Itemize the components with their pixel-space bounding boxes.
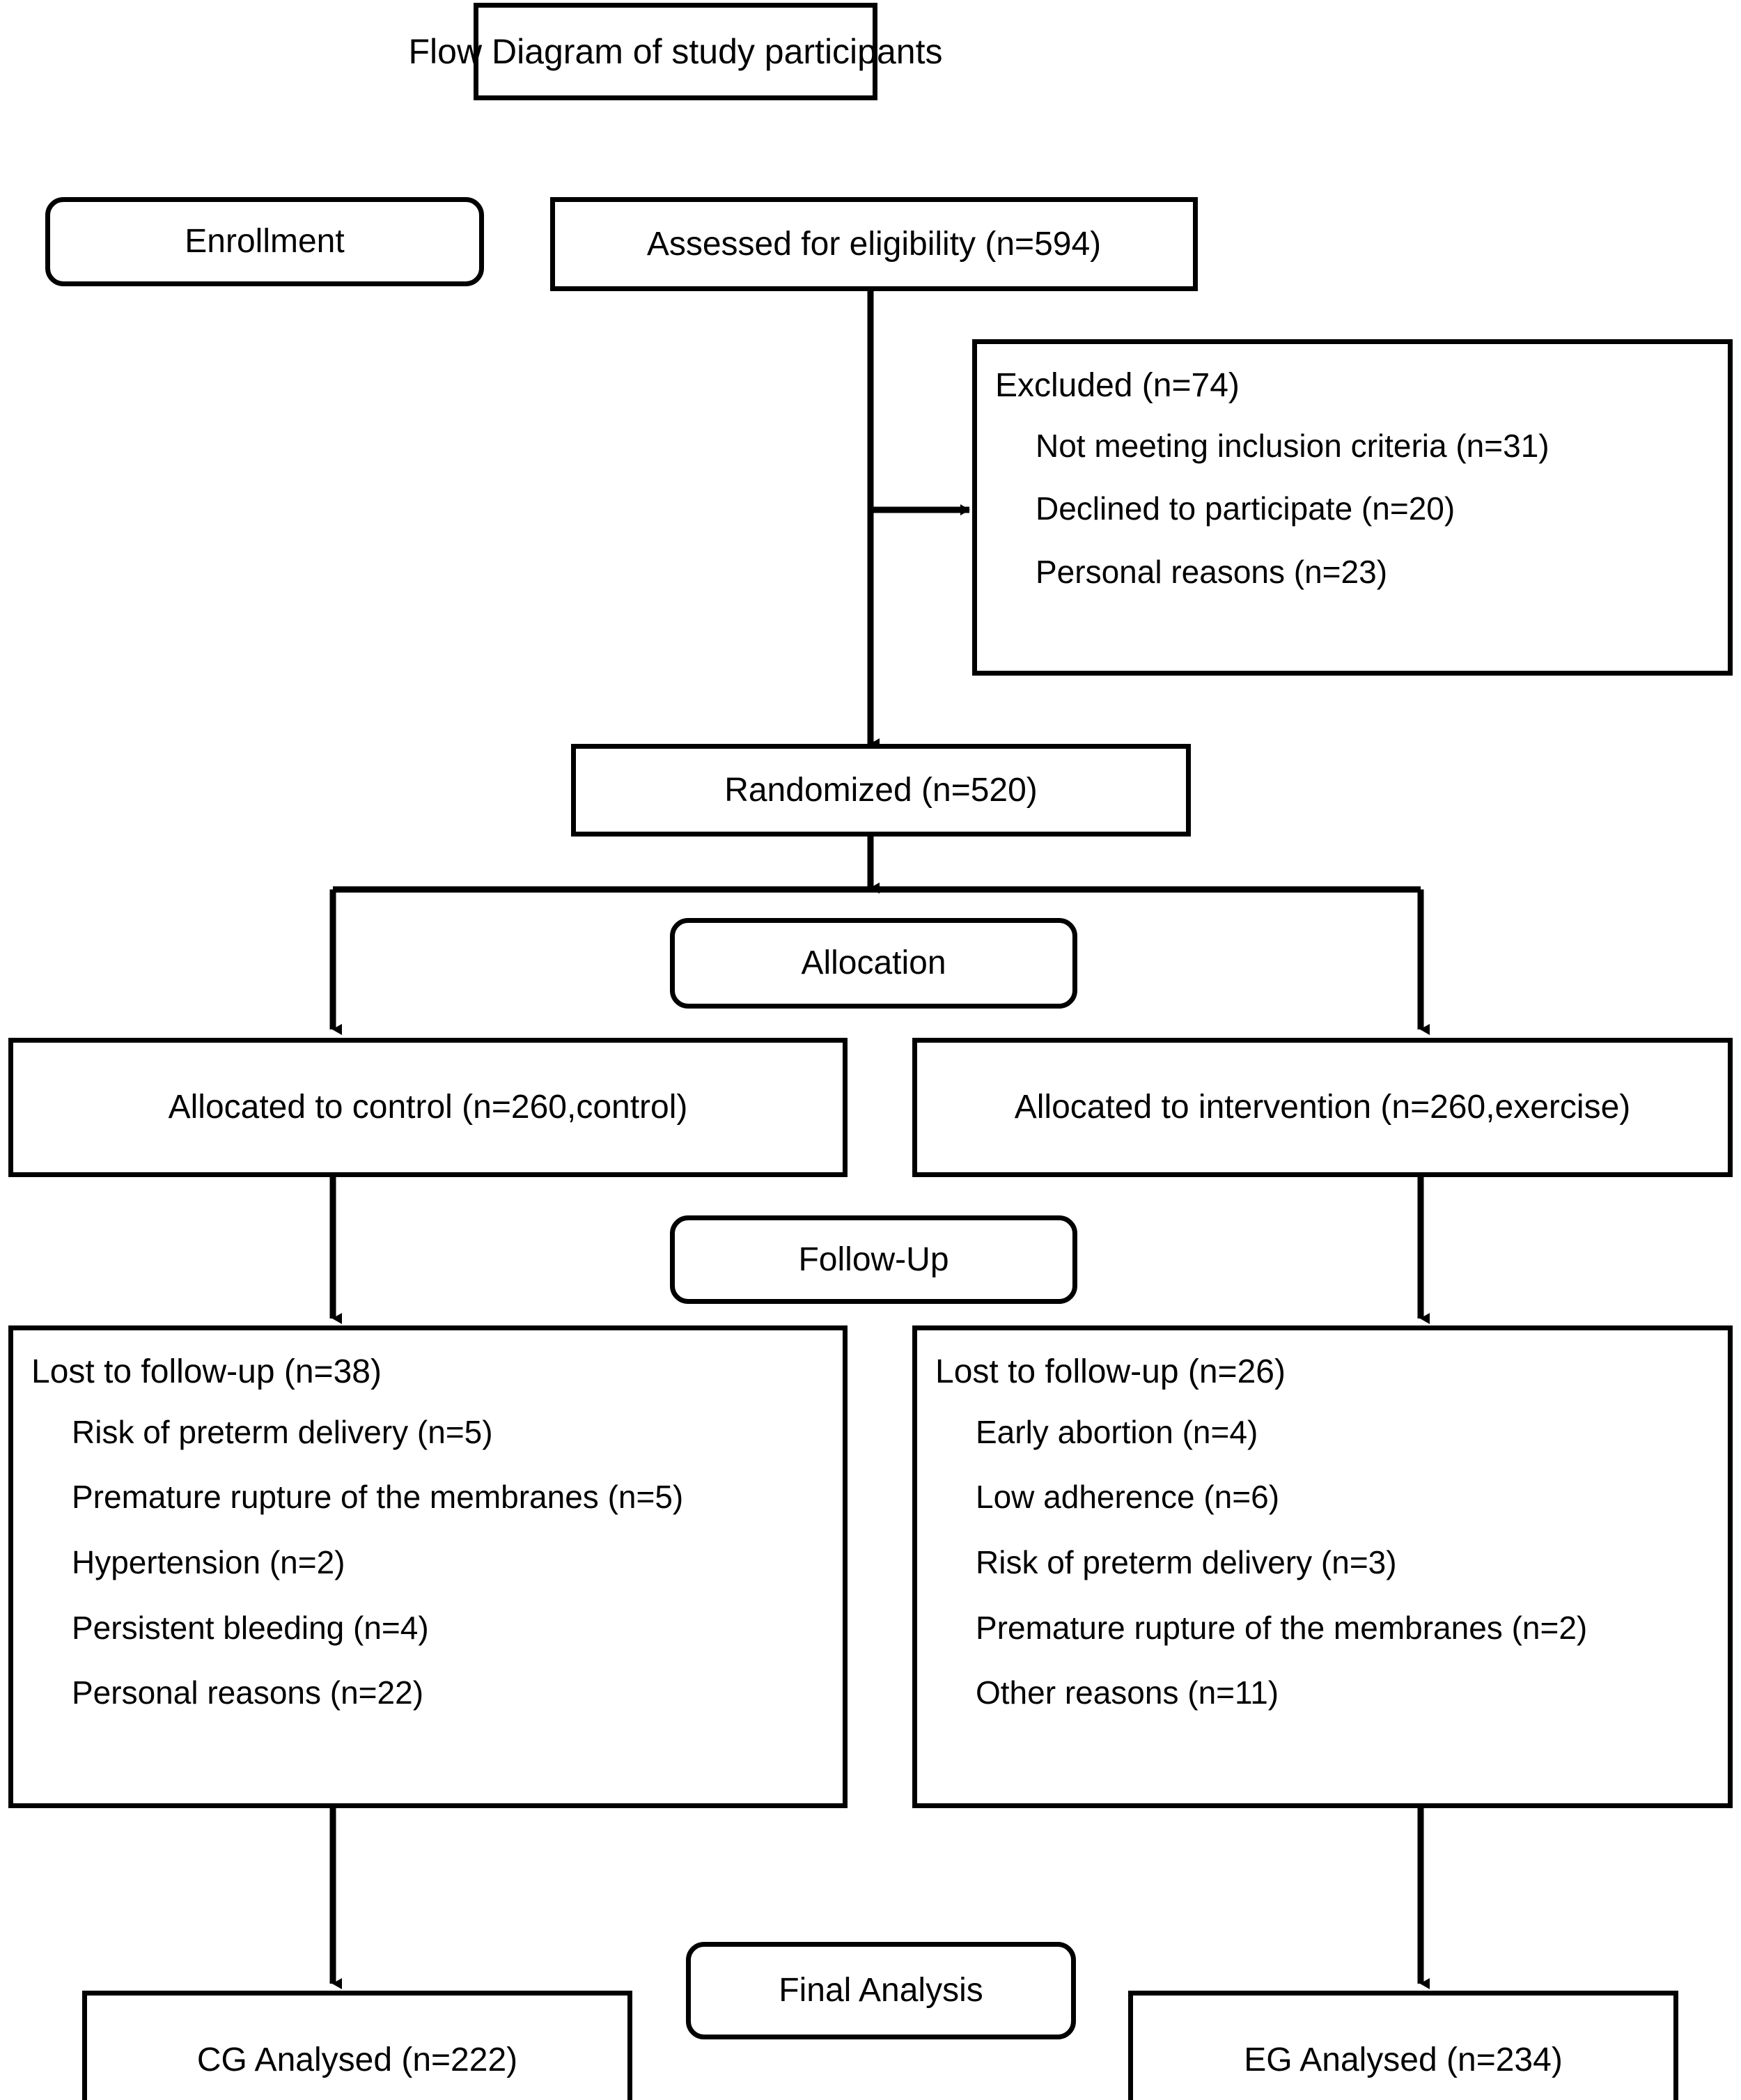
list-item: Premature rupture of the membranes (n=2) bbox=[976, 1609, 1588, 1646]
node-eg-analysed: EG Analysed (n=234) bbox=[1128, 1991, 1678, 2100]
stage-label-follow-up-text: Follow-Up bbox=[798, 1240, 949, 1278]
stage-label-final-analysis: Final Analysis bbox=[686, 1942, 1076, 2039]
node-cg-analysed-label: CG Analysed (n=222) bbox=[196, 2041, 518, 2079]
excluded-header: Excluded (n=74) bbox=[995, 367, 1240, 404]
list-item: Personal reasons (n=22) bbox=[72, 1674, 424, 1711]
list-item: Hypertension (n=2) bbox=[72, 1543, 345, 1580]
page-title: Flow Diagram of study participants bbox=[408, 32, 943, 71]
diagram-title-box: Flow Diagram of study participants bbox=[409, 3, 942, 100]
node-allocated-intervention: Allocated to intervention (n=260,exercis… bbox=[912, 1038, 1733, 1177]
stage-label-enrollment: Enrollment bbox=[45, 197, 484, 286]
lost-intervention-header: Lost to follow-up (n=26) bbox=[935, 1353, 1286, 1390]
list-item: Personal reasons (n=23) bbox=[1036, 553, 1388, 590]
list-item: Persistent bleeding (n=4) bbox=[72, 1609, 429, 1646]
list-item: Low adherence (n=6) bbox=[976, 1479, 1280, 1516]
stage-label-final-analysis-text: Final Analysis bbox=[779, 1972, 983, 2009]
list-item: Risk of preterm delivery (n=5) bbox=[72, 1413, 493, 1450]
excluded-reason-list: Not meeting inclusion criteria (n=31) De… bbox=[995, 428, 1710, 590]
node-excluded: Excluded (n=74) Not meeting inclusion cr… bbox=[972, 339, 1733, 676]
stage-label-enrollment-text: Enrollment bbox=[185, 223, 345, 260]
list-item: Premature rupture of the membranes (n=5) bbox=[72, 1479, 684, 1516]
node-allocated-control-label: Allocated to control (n=260,control) bbox=[168, 1089, 688, 1126]
node-assessed-for-eligibility: Assessed for eligibility (n=594) bbox=[550, 197, 1198, 291]
node-lost-followup-intervention: Lost to follow-up (n=26) Early abortion … bbox=[912, 1325, 1733, 1808]
lost-control-reason-list: Risk of preterm delivery (n=5) Premature… bbox=[31, 1415, 825, 1711]
stage-label-allocation: Allocation bbox=[670, 918, 1077, 1009]
list-item: Risk of preterm delivery (n=3) bbox=[976, 1543, 1397, 1580]
list-item: Early abortion (n=4) bbox=[976, 1413, 1258, 1450]
node-cg-analysed: CG Analysed (n=222) bbox=[82, 1991, 632, 2100]
node-assessed-label: Assessed for eligibility (n=594) bbox=[646, 225, 1102, 263]
list-item: Other reasons (n=11) bbox=[976, 1674, 1279, 1711]
lost-intervention-reason-list: Early abortion (n=4) Low adherence (n=6)… bbox=[935, 1415, 1710, 1711]
list-item: Not meeting inclusion criteria (n=31) bbox=[1036, 427, 1549, 464]
node-allocated-control: Allocated to control (n=260,control) bbox=[8, 1038, 848, 1177]
node-eg-analysed-label: EG Analysed (n=234) bbox=[1244, 2041, 1563, 2079]
lost-control-header: Lost to follow-up (n=38) bbox=[31, 1353, 382, 1390]
stage-label-follow-up: Follow-Up bbox=[670, 1215, 1077, 1304]
node-randomized-label: Randomized (n=520) bbox=[724, 771, 1038, 809]
node-lost-followup-control: Lost to follow-up (n=38) Risk of preterm… bbox=[8, 1325, 848, 1808]
list-item: Declined to participate (n=20) bbox=[1036, 490, 1455, 527]
node-allocated-intervention-label: Allocated to intervention (n=260,exercis… bbox=[1014, 1089, 1631, 1126]
node-randomized: Randomized (n=520) bbox=[571, 744, 1191, 837]
stage-label-allocation-text: Allocation bbox=[801, 944, 946, 982]
